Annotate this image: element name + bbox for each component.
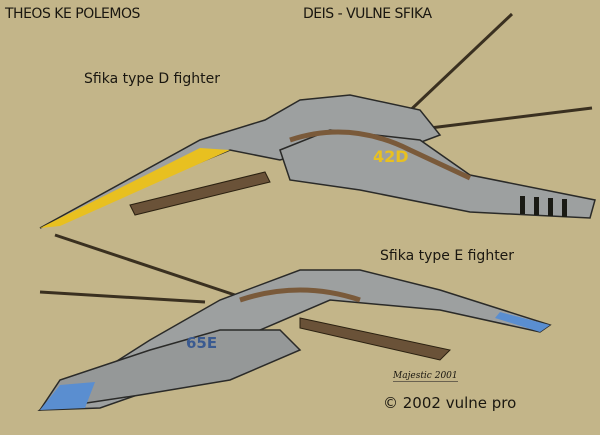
fighter-e: 65E — [37, 233, 552, 411]
fighter-d: 42D — [39, 12, 596, 229]
fighter-e-label: Sfika type E fighter — [380, 248, 515, 264]
copyright: © 2002 vulne pro — [383, 394, 517, 412]
artist-signature: Majestic 2001 — [393, 371, 458, 382]
fighter-e-number: 65E — [186, 334, 217, 352]
tail-stripes-d — [520, 196, 567, 217]
left-title: THEOS KE POLEMOS — [5, 6, 140, 22]
fighter-d-number: 42D — [373, 147, 409, 166]
fighter-d-label: Sfika type D fighter — [84, 71, 220, 87]
right-title: DEIS - VULNE SFIKA — [303, 6, 432, 22]
